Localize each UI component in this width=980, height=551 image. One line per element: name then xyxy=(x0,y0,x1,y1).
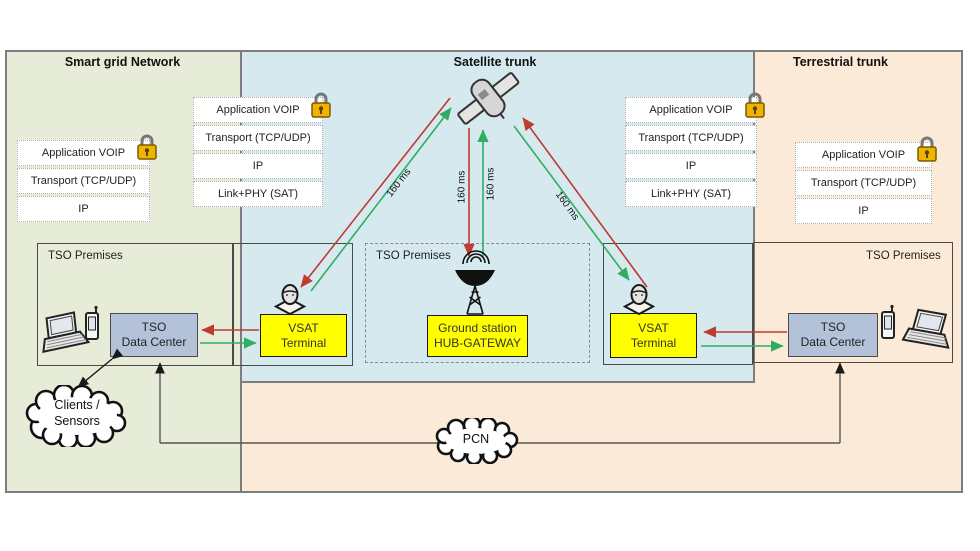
lock-icon xyxy=(915,134,939,164)
smart-grid-network-title: Smart grid Network xyxy=(64,55,181,69)
terrestrial-trunk-title: Terrestrial trunk xyxy=(793,55,888,69)
lock-icon xyxy=(135,132,159,162)
stack-row-ip: IP xyxy=(795,198,932,224)
stack-row-label: Application VOIP xyxy=(821,149,906,161)
stack-row-transport: Transport (TCP/UDP) xyxy=(625,125,757,151)
stack-row-ip: IP xyxy=(193,153,323,179)
clients-label-line1: Clients / xyxy=(54,398,100,412)
protocol-stack-satellite-right: Application VOIP Transport (TCP/UDP) IP … xyxy=(625,92,765,209)
stack-row-link-phy: Link+PHY (SAT) xyxy=(193,181,323,207)
stack-row-ip: IP xyxy=(17,196,150,222)
vsat-right-box xyxy=(603,243,753,365)
laptop-right-icon xyxy=(900,306,958,354)
tso-premises-left-box xyxy=(37,243,233,366)
satellite-trunk-title: Satellite trunk xyxy=(453,55,537,69)
stack-row-label: Application VOIP xyxy=(41,147,126,159)
stack-row-application: Application VOIP xyxy=(17,134,157,166)
clients-label-line2: Sensors xyxy=(54,413,100,428)
stack-row-transport: Transport (TCP/UDP) xyxy=(795,170,932,196)
stack-row-application: Application VOIP xyxy=(193,92,331,123)
lock-icon xyxy=(309,90,333,120)
laptop-left-icon xyxy=(34,308,93,358)
satellite-icon xyxy=(448,68,528,128)
lock-icon xyxy=(743,90,767,120)
tso-premises-left-label: TSO Premises xyxy=(48,250,123,262)
tso-premises-middle-label: TSO Premises xyxy=(376,250,451,262)
tso-premises-right-box xyxy=(753,242,953,363)
clients-sensors-label: Clients / Sensors xyxy=(30,398,124,429)
node-label-line2: Terminal xyxy=(280,335,327,350)
stack-row-link-phy: Link+PHY (SAT) xyxy=(625,181,757,207)
mobile-phone-right-icon xyxy=(878,304,898,340)
protocol-stack-satellite-left: Application VOIP Transport (TCP/UDP) IP … xyxy=(193,92,331,209)
node-label-line2: Data Center xyxy=(800,335,866,349)
vsat-terminal-right: VSAT Terminal xyxy=(610,313,697,358)
node-label-line2: Terminal xyxy=(630,335,677,350)
node-label-line2: Data Center xyxy=(121,335,187,349)
vsat-terminal-left: VSAT Terminal xyxy=(260,314,347,357)
ground-antenna-icon xyxy=(452,250,498,318)
stack-row-transport: Transport (TCP/UDP) xyxy=(17,168,150,194)
node-label-line1: TSO xyxy=(141,320,167,334)
node-label-line1: Ground station xyxy=(438,321,517,335)
stack-row-transport: Transport (TCP/UDP) xyxy=(193,125,323,151)
latency-label-mid-left: 160 ms xyxy=(456,170,468,204)
protocol-stack-smart-grid: Application VOIP Transport (TCP/UDP) IP xyxy=(17,134,157,224)
vsat-operator-right-icon xyxy=(622,284,656,316)
protocol-stack-terrestrial: Application VOIP Transport (TCP/UDP) IP xyxy=(795,136,937,226)
pcn-label: PCN xyxy=(462,432,490,446)
mobile-phone-left-icon xyxy=(82,305,102,341)
stack-row-ip: IP xyxy=(625,153,757,179)
tso-data-center-left: TSO Data Center xyxy=(110,313,198,357)
ground-station-hub-gateway: Ground station HUB-GATEWAY xyxy=(427,315,528,357)
tso-premises-right-label: TSO Premises xyxy=(866,250,941,262)
node-label-line1: VSAT xyxy=(638,320,669,335)
node-label-line1: TSO xyxy=(820,320,846,334)
stack-row-application: Application VOIP xyxy=(625,92,765,123)
stack-row-label: Application VOIP xyxy=(649,104,733,116)
vsat-operator-left-icon xyxy=(273,284,307,316)
stack-row-label: Application VOIP xyxy=(216,104,300,116)
clients-sensors-cloud xyxy=(22,383,132,450)
node-label-line1: VSAT xyxy=(288,320,319,335)
vsat-left-box xyxy=(233,243,353,366)
node-label-line2: HUB-GATEWAY xyxy=(433,336,522,350)
tso-data-center-right: TSO Data Center xyxy=(788,313,878,357)
stack-row-application: Application VOIP xyxy=(795,136,937,168)
latency-label-mid-right: 160 ms xyxy=(485,167,497,201)
tso-premises-middle-box xyxy=(365,243,590,363)
